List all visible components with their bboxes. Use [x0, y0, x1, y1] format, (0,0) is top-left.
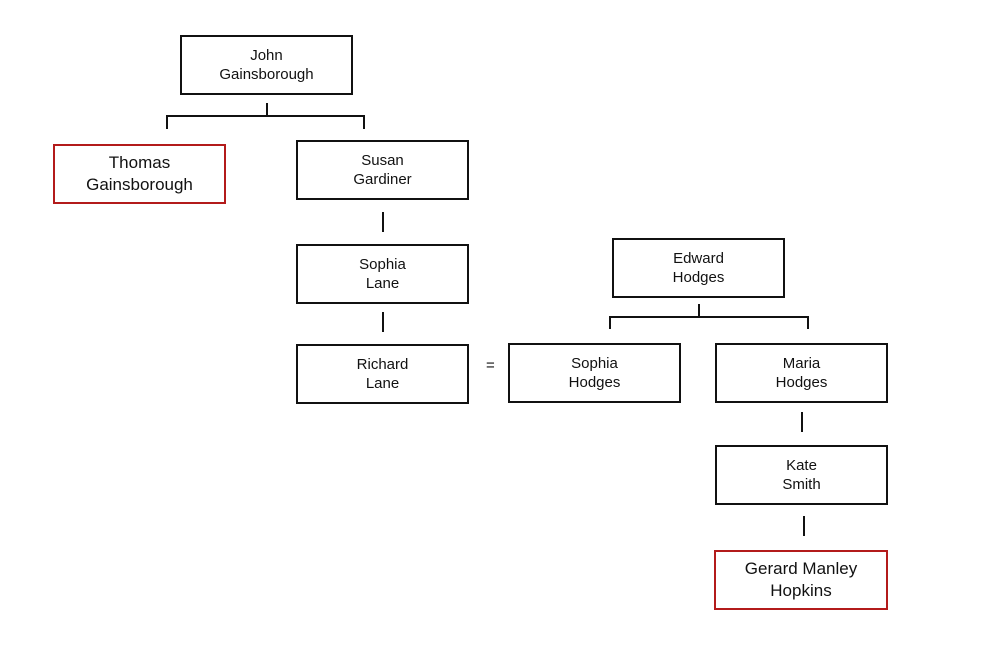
connector-sophia-lane-richard — [382, 312, 384, 332]
person-john-gainsborough: John Gainsborough — [180, 35, 353, 95]
connector-john-stem — [266, 103, 268, 116]
person-susan-gardiner: Susan Gardiner — [296, 140, 469, 200]
person-gerard-manley-hopkins: Gerard Manley Hopkins — [714, 550, 888, 610]
connector-john-bar — [166, 115, 365, 117]
connector-kate-gerard — [803, 516, 805, 536]
person-richard-lane: Richard Lane — [296, 344, 469, 404]
person-name: Sophia Lane — [359, 256, 406, 292]
person-name: Kate Smith — [782, 457, 821, 493]
marriage-symbol: = — [486, 357, 495, 374]
connector-edward-stem — [698, 304, 700, 317]
person-sophia-lane: Sophia Lane — [296, 244, 469, 304]
person-edward-hodges: Edward Hodges — [612, 238, 785, 298]
person-name: Susan Gardiner — [353, 152, 412, 188]
connector-john-susan — [363, 115, 365, 129]
connector-edward-sophia-hodges — [609, 316, 611, 329]
person-name: Sophia Hodges — [568, 355, 621, 391]
person-name: John Gainsborough — [219, 47, 314, 83]
person-thomas-gainsborough: Thomas Gainsborough — [53, 144, 226, 204]
person-name: Maria Hodges — [775, 355, 828, 391]
connector-maria-kate — [801, 412, 803, 432]
connector-susan-sophia-lane — [382, 212, 384, 232]
connector-edward-maria — [807, 316, 809, 329]
person-maria-hodges: Maria Hodges — [715, 343, 888, 403]
person-name: Thomas Gainsborough — [86, 153, 193, 194]
connector-edward-bar — [609, 316, 809, 318]
connector-john-thomas — [166, 115, 168, 129]
person-name: Richard Lane — [356, 356, 409, 392]
person-kate-smith: Kate Smith — [715, 445, 888, 505]
person-sophia-hodges: Sophia Hodges — [508, 343, 681, 403]
person-name: Gerard Manley Hopkins — [744, 559, 858, 600]
person-name: Edward Hodges — [672, 250, 725, 286]
